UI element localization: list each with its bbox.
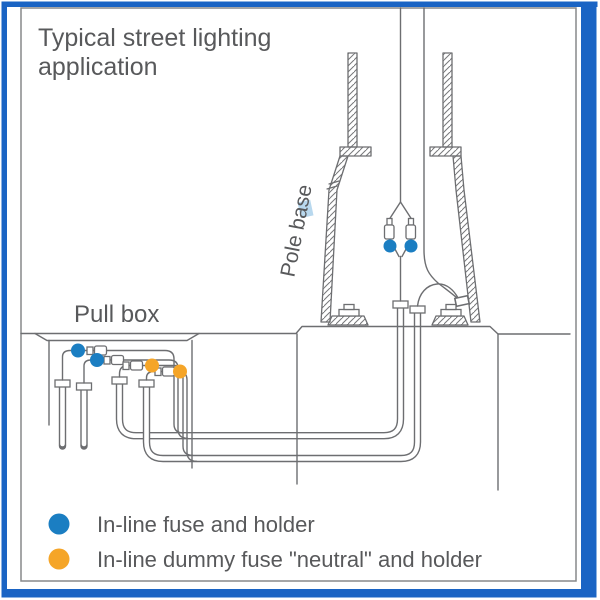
anchor-cap-right	[445, 303, 457, 311]
fuse-dot-orange-2	[173, 364, 187, 379]
legend-label-dummy-fuse: In-line dummy fuse "neutral" and holder	[97, 547, 482, 572]
frame-left	[1, 1, 7, 596]
legend-item-fuse: In-line fuse and holder	[48, 512, 315, 537]
wall-connector	[453, 294, 471, 308]
anchor-cap-left	[343, 303, 355, 311]
conduit-run-2-core	[144, 312, 420, 461]
fuse-holder-1a	[86, 346, 94, 356]
anchor-bolt-right	[431, 303, 469, 326]
conduit-run-1-core	[117, 307, 403, 438]
wire-2	[83, 359, 189, 439]
title-line-1: Typical street lighting	[38, 24, 271, 52]
legend-label-fuse: In-line fuse and holder	[97, 512, 315, 537]
pull-box-wiring	[61, 343, 198, 462]
conduit-cap-4	[138, 379, 155, 388]
pole-base-left-wall	[320, 155, 349, 323]
wire-split	[388, 201, 413, 220]
frame-bottom	[1, 589, 597, 598]
wire-1	[61, 349, 185, 434]
pole-base-right-wall	[452, 155, 481, 323]
break-mark	[326, 180, 340, 190]
anchor-bolt-left	[327, 303, 369, 326]
fuse-dot-blue-1	[71, 343, 85, 358]
text-highlight	[297, 199, 314, 219]
pole-conduit-cap-2	[409, 305, 426, 314]
conduit-runs	[58, 307, 422, 463]
anchor-plate-left	[327, 315, 369, 326]
fuse-holder-3b	[129, 360, 144, 371]
title-line-2: application	[38, 53, 158, 81]
anchor-nut-left	[338, 308, 360, 317]
legend-item-dummy-fuse: In-line dummy fuse "neutral" and holder	[48, 547, 482, 572]
anchor-plate-right	[431, 315, 469, 326]
fuse-holder-body-left	[383, 224, 395, 240]
fuse-dot-orange-1	[145, 358, 159, 373]
legend-dot-orange	[48, 548, 70, 570]
fuse-holder-2b	[110, 354, 125, 366]
legend-dot-blue	[48, 513, 70, 535]
fuse-holder-3a	[122, 361, 130, 371]
diagram-labels: Pull box Pole base	[74, 183, 317, 328]
conduit-cap-2	[75, 382, 93, 391]
fuse-holder-2a	[103, 355, 111, 365]
fuse-dot-blue-pole-2	[404, 239, 418, 253]
pole-shaft-left-wall	[347, 52, 358, 148]
luminaire-cable	[423, 7, 459, 300]
fuse-holder-body-right	[405, 224, 417, 240]
fuse-holder-neck-right	[407, 217, 415, 226]
pole-flange-left	[339, 146, 372, 157]
fuse-holder-neck-left	[386, 217, 393, 226]
figure-title: Typical street lighting application	[38, 24, 271, 81]
pull-box-lid	[34, 332, 200, 342]
pole-flange-right	[429, 146, 462, 157]
ground-and-foundation	[20, 325, 571, 491]
bond-wire-arc	[416, 283, 459, 307]
conduit-cap-3	[111, 376, 128, 385]
frame-top	[1, 1, 598, 7]
conduit-cap-1	[54, 379, 71, 388]
pull-box-label: Pull box	[74, 301, 159, 328]
fuse-holder-4b	[161, 366, 176, 377]
anchor-nut-right	[440, 308, 462, 317]
ground-line	[20, 325, 571, 335]
inner-border	[20, 7, 577, 582]
pole-shaft-right-wall	[442, 52, 453, 148]
anchor-bolts	[327, 303, 469, 326]
wire-3	[118, 364, 194, 456]
fuse-dot-blue-2	[90, 353, 104, 367]
pole-conduit-cap-1	[392, 300, 409, 309]
frame-right	[581, 1, 597, 596]
pole-wiring	[383, 7, 471, 308]
legend: In-line fuse and holder In-line dummy fu…	[48, 512, 482, 572]
fuse-dot-blue-pole-1	[383, 239, 397, 253]
pole-base-label: Pole base	[276, 183, 316, 279]
